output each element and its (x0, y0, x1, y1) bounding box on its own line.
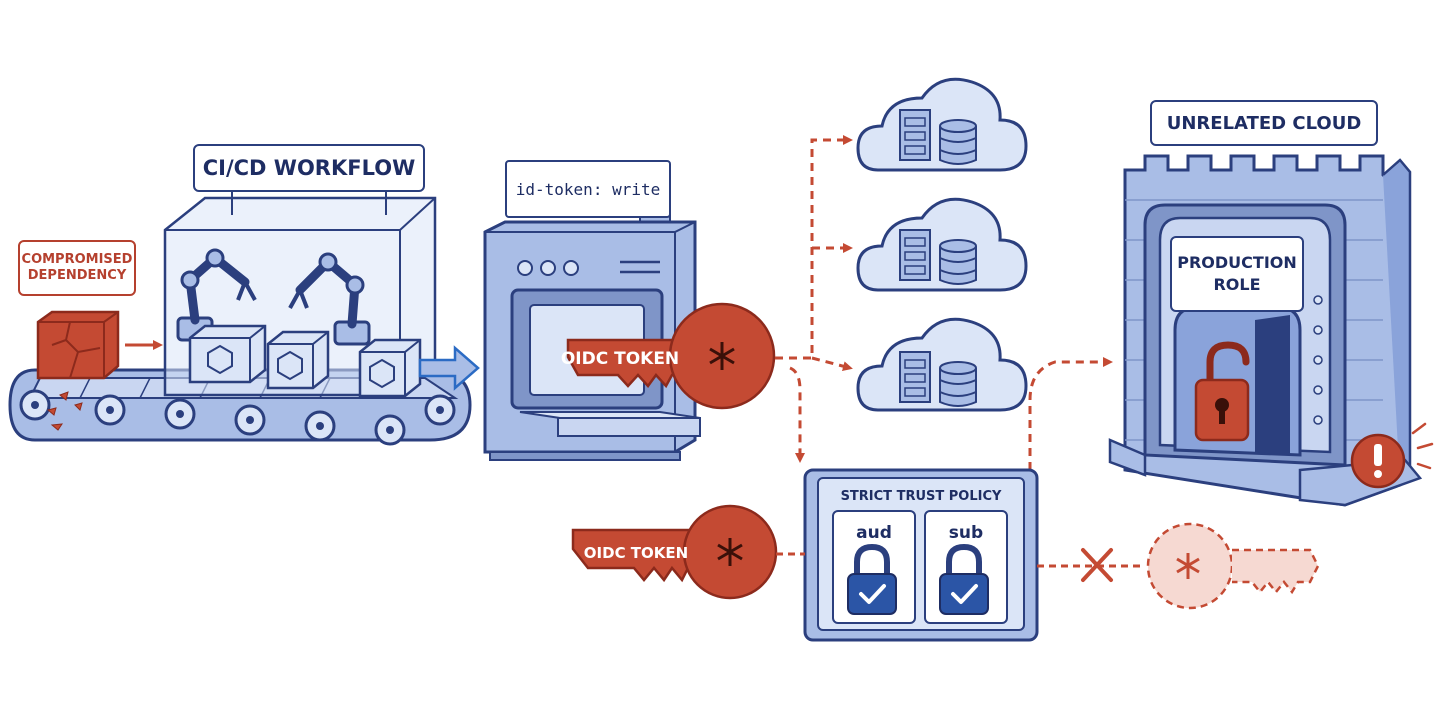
robot-arm-right (288, 252, 371, 346)
package-box-3 (358, 338, 422, 398)
cicd-workflow-label: CI/CD WORKFLOW (193, 144, 425, 192)
unlocked-padlock-icon (1194, 341, 1250, 442)
cloud-storage-1 (856, 77, 1028, 172)
policy-title: STRICT TRUST POLICY (841, 489, 1002, 504)
cloud-storage-2 (856, 197, 1028, 292)
rejected-x-icon (1081, 548, 1113, 582)
oidc-token-presented-label: OIDC TOKEN (584, 544, 688, 562)
unrelated-cloud-label: UNRELATED CLOUD (1150, 100, 1378, 146)
compromised-dependency-label: COMPROMISED DEPENDENCY (18, 240, 136, 296)
oidc-token-key-presented (571, 504, 778, 600)
oidc-token-key (566, 302, 776, 410)
package-box-2 (266, 330, 330, 390)
asterisk-icon (709, 342, 735, 370)
oidc-token-label: OIDC TOKEN (561, 349, 679, 369)
package-box-1 (188, 324, 267, 384)
robot-arm-left (176, 248, 257, 342)
aud-lock-icon (847, 543, 897, 615)
compromised-block (36, 310, 120, 431)
token-machine (483, 189, 701, 461)
production-role-label: PRODUCTION ROLE (1170, 236, 1304, 312)
cloud-storage-3 (856, 317, 1028, 412)
sub-lock-icon (939, 543, 989, 615)
asterisk-icon (717, 538, 743, 566)
aud-claim-label: aud (856, 523, 892, 543)
sub-claim-label: sub (949, 523, 983, 543)
asterisk-icon (1176, 553, 1200, 579)
policy-to-castle-arrow (1028, 357, 1113, 470)
door-bolts (1313, 295, 1323, 425)
id-token-permission-label: id-token: write (505, 160, 671, 218)
rejected-token-ghost-key (1146, 522, 1320, 610)
workflow-output-arrow (418, 345, 480, 391)
token-distribution-arrows (775, 135, 853, 463)
alert-icon (1350, 422, 1434, 489)
